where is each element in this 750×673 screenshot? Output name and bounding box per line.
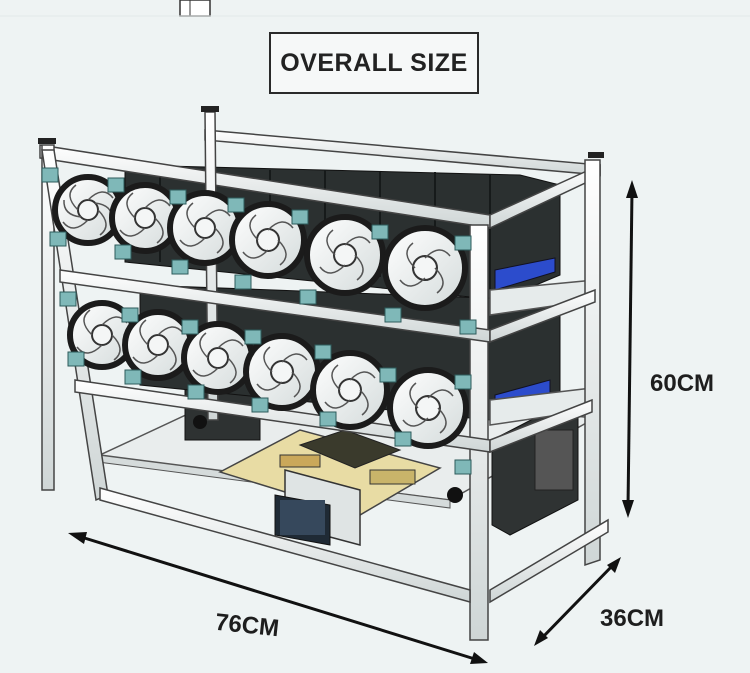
fan-row-upper xyxy=(52,174,468,311)
hard-drive xyxy=(274,469,361,546)
fan-brackets xyxy=(41,167,477,475)
top-cropped-part xyxy=(179,0,211,17)
fan-row-lower xyxy=(67,300,469,449)
fan-icon xyxy=(243,333,321,411)
page-title: OVERALL SIZE xyxy=(280,48,468,77)
fan-icon xyxy=(122,309,194,381)
fan-icon xyxy=(304,214,386,296)
depth-label: 36CM xyxy=(600,605,665,632)
fan-icon xyxy=(310,350,390,430)
fan-icon xyxy=(382,225,468,311)
title-box: OVERALL SIZE xyxy=(269,32,479,94)
post-caps xyxy=(38,106,604,158)
fan-icon xyxy=(387,367,469,449)
fan-icon xyxy=(229,201,307,279)
depth-arrow xyxy=(534,557,621,646)
fan-icon xyxy=(167,190,243,266)
fan-icon xyxy=(109,182,181,254)
height-label: 60CM xyxy=(650,370,715,397)
width-arrow xyxy=(68,532,488,664)
height-arrow xyxy=(622,180,638,518)
